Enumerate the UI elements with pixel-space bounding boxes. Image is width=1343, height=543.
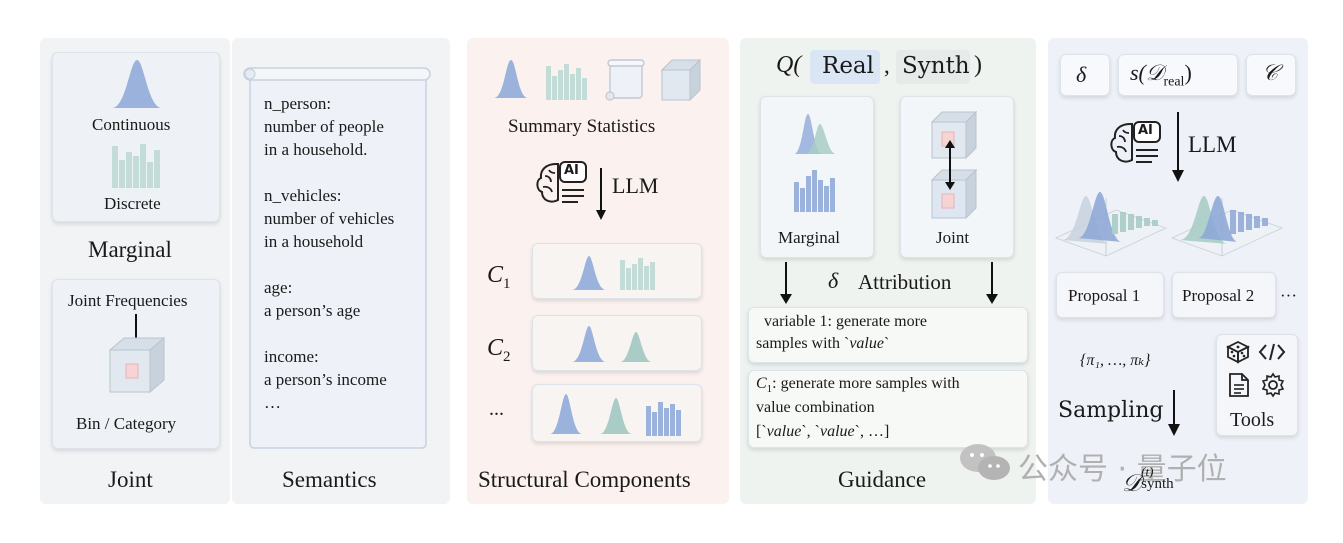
proposal-ellipsis: ··· <box>1280 286 1297 305</box>
semantics-line: number of people <box>264 117 384 136</box>
llm-down-arrow <box>596 168 606 220</box>
joint-title: Joint <box>108 467 153 492</box>
pi-set-label: {π₁, …, πₖ} <box>1080 352 1151 369</box>
synth-highlight <box>896 50 970 84</box>
guidance-marginal-label: Marginal <box>778 228 841 247</box>
llm-label: LLM <box>612 173 659 198</box>
component-2-continuous-icon <box>572 326 606 362</box>
dice-icon <box>1225 340 1251 364</box>
joint-cube-icon <box>108 314 166 394</box>
semantics-line: in a household <box>264 232 364 251</box>
semantics-line: n_vehicles: <box>264 186 342 205</box>
sampling-ai-brain-icon <box>1110 121 1161 163</box>
structural-title: Structural Components <box>478 467 691 492</box>
component-3-continuous-icon <box>550 394 582 434</box>
proposal-2-box <box>1172 272 1276 318</box>
proposal-1-plot-icon <box>1054 192 1168 257</box>
c-chip <box>1246 54 1296 96</box>
component-1-histogram-icon <box>620 258 655 290</box>
component-1-continuous-icon <box>572 256 606 290</box>
q-open: Q( <box>776 52 802 78</box>
s-real-label: s(𝒟real) <box>1130 60 1192 90</box>
guidance-right-arrow <box>986 262 998 304</box>
summary-histogram-icon <box>546 64 587 100</box>
sampling-label: Sampling <box>1058 398 1164 423</box>
ai-brain-icon <box>536 161 587 203</box>
semantics-line: number of vehicles <box>264 209 395 228</box>
guidance-left-arrow <box>780 262 792 304</box>
component-label-c2: C2 <box>487 335 511 365</box>
combination-box-line-2: value combination <box>756 399 875 416</box>
guidance-marginal-dist-icon <box>794 114 836 154</box>
delta-chip <box>1060 54 1110 96</box>
component-row-1 <box>532 243 702 299</box>
synth-label: Synth <box>902 53 970 79</box>
continuous-label: Continuous <box>92 115 171 134</box>
joint-frequencies-label: Joint Frequencies <box>68 291 188 310</box>
component-label-more: ... <box>489 398 504 420</box>
proposal-2-label: Proposal 2 <box>1182 286 1255 305</box>
proposal-2-plot-icon <box>1170 196 1284 257</box>
semantics-scroll <box>243 67 431 449</box>
proposal-1-box <box>1056 272 1164 318</box>
continuous-distribution-icon <box>112 60 162 108</box>
guidance-variable-box <box>748 307 1028 363</box>
real-highlight <box>810 50 880 84</box>
ai-badge-text: AI <box>564 163 579 178</box>
semantics-line: … <box>264 393 281 412</box>
sampling-arrow <box>1168 390 1180 436</box>
marginal-title: Marginal <box>88 237 172 262</box>
semantics-line: age: <box>264 278 293 297</box>
summary-cube-icon <box>660 58 702 102</box>
combination-box-line-3: [`value`, `value`, …] <box>756 423 890 440</box>
summary-statistics-label: Summary Statistics <box>508 116 656 137</box>
component-row-2 <box>532 315 702 371</box>
variable-box-line-2: samples with `value` <box>756 335 890 352</box>
summary-scroll-icon <box>605 59 645 101</box>
proposal-1-label: Proposal 1 <box>1068 286 1141 305</box>
guidance-delta: δ <box>828 268 839 293</box>
d-synth-label: 𝒟(t)synth <box>1122 464 1174 497</box>
sampling-llm-arrow <box>1172 112 1184 182</box>
s-real-chip <box>1118 54 1238 96</box>
c-chip-label: 𝒞 <box>1262 60 1279 85</box>
attribution-label: Attribution <box>858 270 952 294</box>
bin-category-label: Bin / Category <box>76 414 177 433</box>
component-3-continuous-teal-icon <box>600 398 632 434</box>
guidance-combination-box <box>748 370 1028 448</box>
summary-continuous-icon <box>494 60 528 98</box>
semantics-line: a person’s income <box>264 370 387 389</box>
semantics-line: in a household. <box>264 140 368 159</box>
gear-icon <box>1261 372 1285 398</box>
discrete-histogram-icon <box>112 144 160 188</box>
code-icon <box>1258 343 1286 361</box>
guidance-joint-label: Joint <box>936 228 970 247</box>
real-label: Real <box>822 53 874 79</box>
wechat-logo-icon <box>960 444 1010 480</box>
guidance-marginal-histogram-icon <box>794 170 835 212</box>
sampling-llm-label: LLM <box>1188 132 1237 157</box>
document-icon <box>1229 373 1249 397</box>
variable-box-line-1: variable 1: generate more <box>764 313 928 330</box>
component-3-histogram-icon <box>646 402 681 436</box>
q-close: ) <box>974 52 982 78</box>
semantics-text-block: n_person: number of people in a househol… <box>264 92 434 414</box>
component-label-c1: C1 <box>487 262 511 292</box>
sampling-ai-badge-text: AI <box>1138 123 1153 138</box>
semantics-title: Semantics <box>282 467 377 492</box>
q-comma: , <box>884 53 890 78</box>
delta-chip-label: δ <box>1076 62 1087 87</box>
guidance-joint-cubes-icon <box>930 110 978 220</box>
tools-label: Tools <box>1230 409 1275 431</box>
combination-box-line-1: C1: generate more samples with <box>756 375 960 396</box>
discrete-label: Discrete <box>104 194 161 213</box>
semantics-line: income: <box>264 347 319 366</box>
watermark-text: 公众号 · 量子位 <box>1018 452 1227 487</box>
semantics-line: a person’s age <box>264 301 361 320</box>
guidance-title: Guidance <box>838 467 927 492</box>
semantics-line: n_person: <box>264 94 332 113</box>
component-2-continuous-teal-icon <box>620 332 652 362</box>
